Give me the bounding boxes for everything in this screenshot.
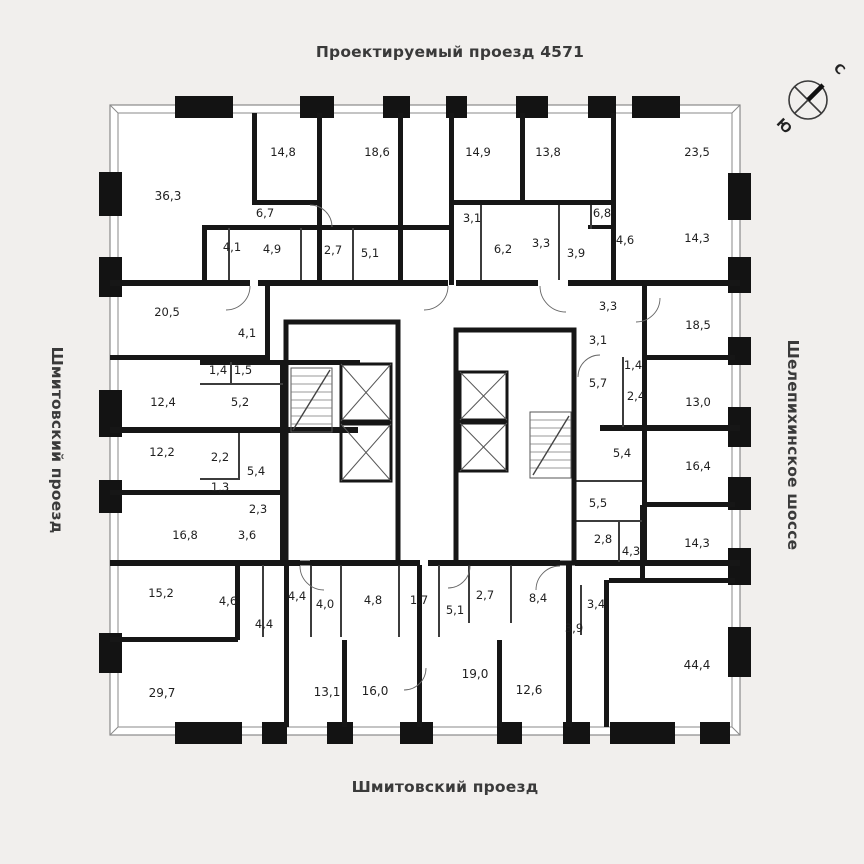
room-area-label: 6,2 [493, 242, 513, 256]
room-area-label: 4,4 [254, 617, 274, 631]
room-area-label: 4,8 [363, 593, 383, 607]
room-area-label: 1,4 [208, 363, 228, 377]
room-area-label: 36,3 [154, 189, 182, 203]
room-area-label: 4,0 [315, 597, 335, 611]
room-area-label: 3,1 [588, 333, 608, 347]
room-area-label: 4,1 [237, 326, 257, 340]
room-area-label: 5,2 [230, 395, 250, 409]
room-area-label: 6,7 [255, 206, 275, 220]
room-area-label: 14,3 [684, 536, 710, 550]
room-area-label: 20,5 [154, 305, 180, 319]
room-area-label: 13,0 [685, 395, 711, 409]
room-area-label: 2,3 [248, 502, 268, 516]
room-area-label: 3,6 [237, 528, 257, 542]
room-area-label: 2,4 [626, 389, 646, 403]
room-area-label: 4,1 [222, 240, 242, 254]
room-area-label: 1,5 [233, 363, 253, 377]
room-area-label: 1,4 [623, 358, 643, 372]
room-area-label: 5,1 [445, 603, 465, 617]
room-area-label: 1,7 [409, 593, 429, 607]
room-area-label: 12,4 [150, 395, 176, 409]
room-area-label: 5,5 [588, 496, 608, 510]
compass-rose-icon [788, 80, 828, 120]
room-area-label: 29,7 [148, 686, 176, 700]
room-area-label: 4,6 [615, 233, 635, 247]
room-area-label: 23,5 [684, 145, 710, 159]
room-area-label: 14,8 [270, 145, 296, 159]
room-area-label: 2,7 [475, 588, 495, 602]
room-area-label: 14,3 [684, 231, 710, 245]
room-area-label: 4,4 [287, 589, 307, 603]
room-area-label: 19,0 [461, 667, 489, 681]
room-area-label: 3,4 [586, 597, 606, 611]
room-area-label: 12,6 [515, 683, 543, 697]
room-area-label: 13,8 [535, 145, 561, 159]
room-area-label: 16,0 [361, 684, 389, 698]
room-area-label: 2,8 [593, 532, 613, 546]
room-area-label: 2,7 [323, 243, 343, 257]
room-area-label: 3,3 [598, 299, 618, 313]
core-right [453, 327, 577, 566]
room-area-label: 4,6 [218, 594, 238, 608]
room-area-label: 18,5 [685, 318, 711, 332]
room-area-label: 1,3 [210, 480, 230, 494]
room-area-label: 16,8 [172, 528, 198, 542]
room-area-label: 2,2 [210, 450, 230, 464]
room-area-label: 16,4 [685, 459, 711, 473]
room-area-label: 15,2 [148, 586, 174, 600]
room-area-label: 18,6 [364, 145, 390, 159]
room-area-label: 12,2 [149, 445, 175, 459]
room-area-label: 3,9 [566, 246, 586, 260]
room-area-label: 4,3 [621, 544, 641, 558]
room-area-label: 5,1 [360, 246, 380, 260]
door-arcs [225, 204, 661, 691]
partition-walls [200, 205, 642, 637]
room-area-label: 3,3 [531, 236, 551, 250]
room-area-label: 14,9 [465, 145, 491, 159]
room-area-label: 6,8 [592, 206, 612, 220]
room-area-label: 44,4 [683, 658, 711, 672]
room-area-label: 3,9 [564, 621, 584, 635]
room-area-label: 5,4 [246, 464, 266, 478]
street-label-bottom: Шмитовский проезд [351, 778, 539, 796]
room-area-label: 5,4 [612, 446, 632, 460]
room-area-label: 8,4 [528, 591, 548, 605]
room-area-label: 3,1 [462, 211, 482, 225]
compass-icon: С Ю [772, 60, 848, 137]
core-left [283, 319, 401, 566]
street-label-top: Проектируемый проезд 4571 [315, 43, 585, 61]
room-area-label: 5,7 [588, 376, 608, 390]
facade-piers [99, 96, 751, 744]
room-area-label: 4,9 [262, 242, 282, 256]
room-area-label: 13,1 [313, 685, 341, 699]
